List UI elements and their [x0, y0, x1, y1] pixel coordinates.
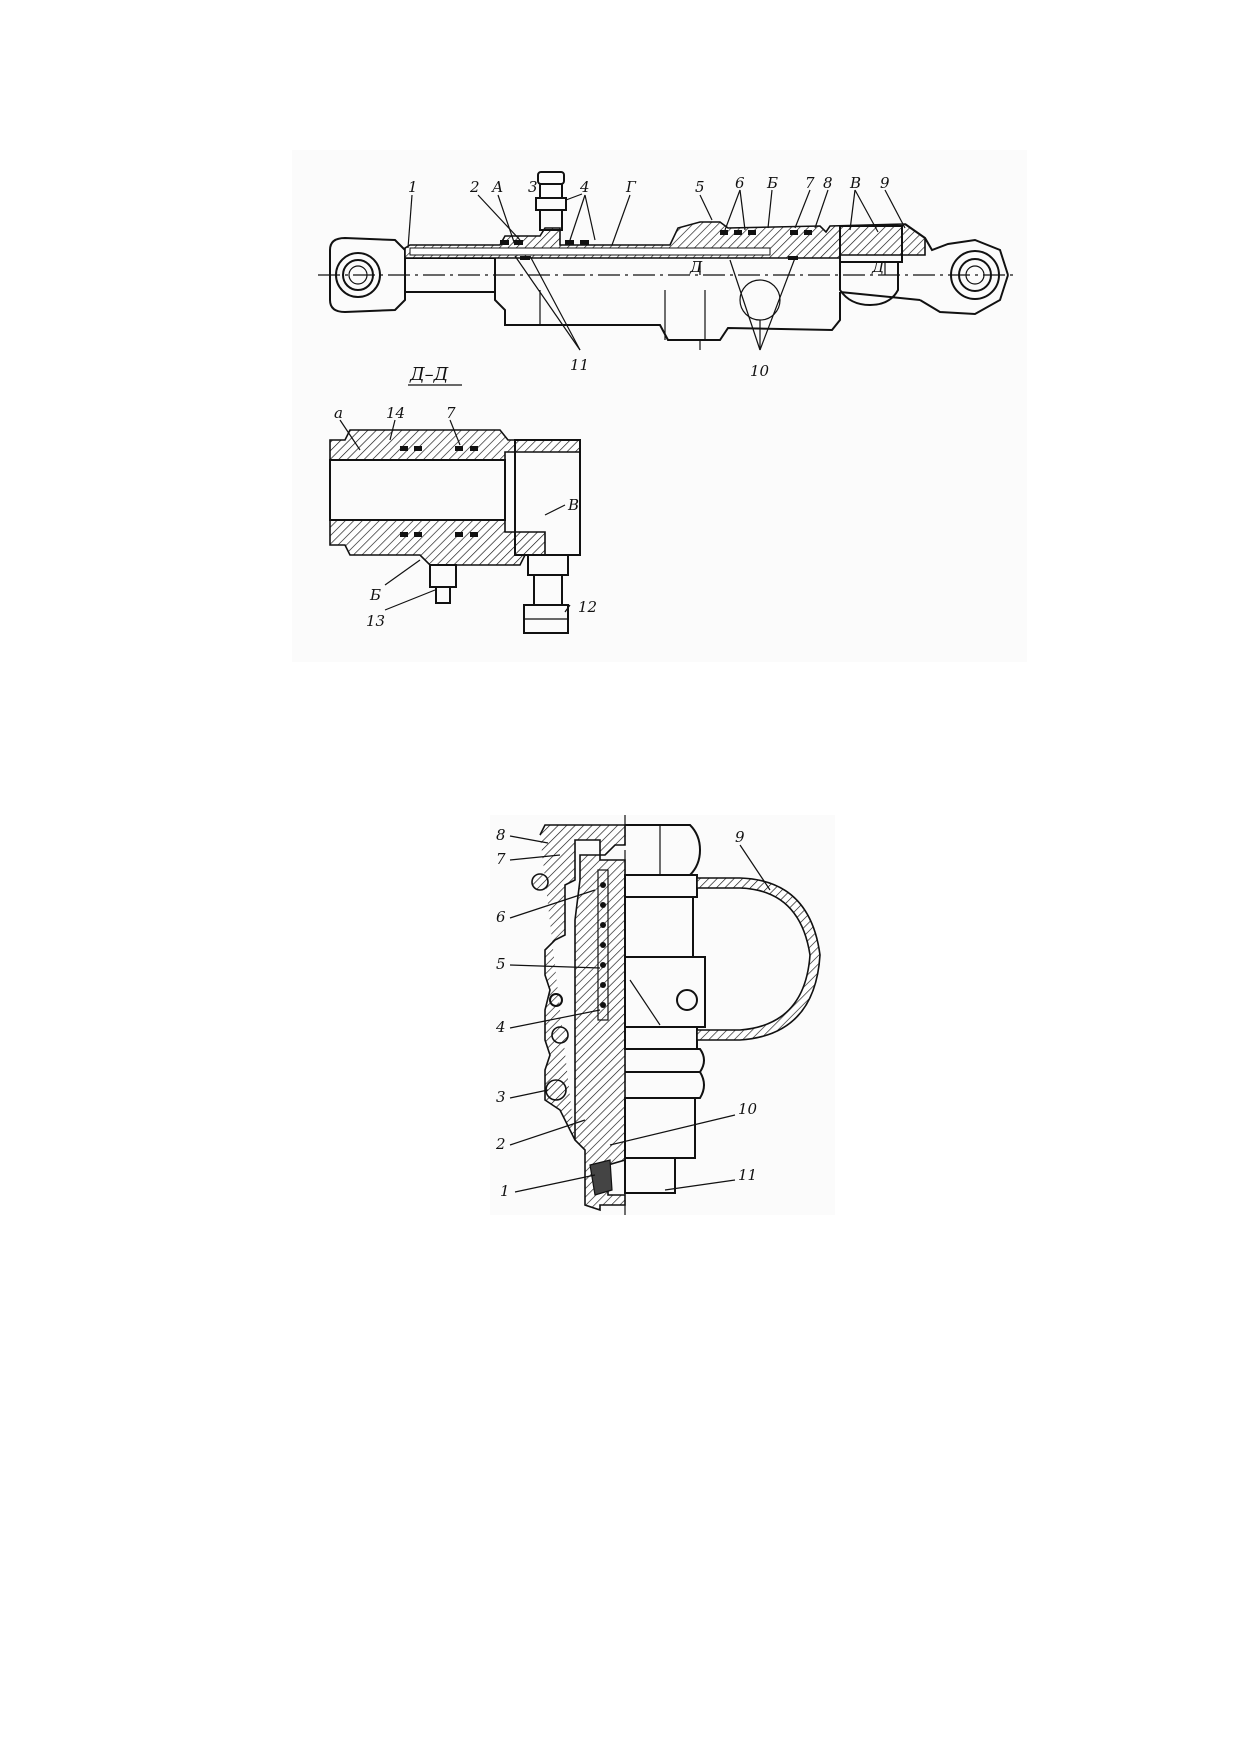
- fig1-section-mark-right: Д: [871, 258, 885, 276]
- fig1-label-G: Г: [625, 178, 637, 196]
- cylinder-upper-section: [404, 221, 926, 260]
- dd-label-B: Б: [369, 586, 381, 604]
- fig1-label-1: 1: [408, 178, 418, 196]
- fitting-3: [535, 171, 583, 231]
- figure-2-leaders: [509, 835, 771, 1193]
- fig2-label-5: 5: [496, 955, 506, 973]
- section-dd-title: Д–Д: [409, 364, 449, 385]
- fig1-label-4: 4: [579, 178, 590, 196]
- fig1-label-7: 7: [805, 174, 815, 192]
- spring: [600, 882, 606, 1008]
- fig2-label-2: 2: [495, 1135, 506, 1153]
- figure-2-coupling: 8 7 6 5 4 3 2 1 9 10 11: [490, 815, 835, 1215]
- right-eye: [950, 250, 1000, 300]
- fig1-label-10: 10: [750, 362, 770, 380]
- figure-1-leaders: [407, 189, 906, 351]
- o-ring-3: [545, 1079, 567, 1101]
- fig2-label-4: 4: [495, 1018, 506, 1036]
- fig1-label-A: А: [491, 178, 503, 196]
- dd-label-7: 7: [446, 404, 456, 422]
- ball: [549, 993, 563, 1007]
- fig2-label-10: 10: [738, 1100, 758, 1118]
- fig1-label-3: 3: [528, 178, 538, 196]
- fig2-label-9: 9: [735, 828, 745, 846]
- cylinder-lower-body: [494, 258, 921, 350]
- dd-label-V: В: [567, 496, 579, 514]
- fitting-12: [523, 554, 569, 634]
- o-ring-upper: [531, 873, 549, 891]
- section-dd: Д–Д: [329, 364, 597, 634]
- fig1-label-B: Б: [766, 174, 778, 192]
- fig1-label-6: 6: [735, 174, 745, 192]
- fig2-label-8: 8: [496, 826, 506, 844]
- fig2-label-11: 11: [738, 1166, 757, 1184]
- fig2-label-1: 1: [500, 1182, 510, 1200]
- dd-label-12: 12: [578, 598, 597, 616]
- o-ring-middle: [551, 1026, 569, 1044]
- nut-top: [625, 824, 702, 876]
- dd-label-13: 13: [366, 612, 385, 630]
- dd-label-a: а: [334, 404, 343, 422]
- figure-1-cylinder: 1 2 А 3 4 Г 5 6 Б 7 8 В 9 Д Д 11 10: [292, 150, 1027, 662]
- fig2-label-3: 3: [496, 1088, 506, 1106]
- fig1-label-9: 9: [880, 174, 890, 192]
- fig1-label-2: 2: [469, 178, 480, 196]
- fig2-label-7: 7: [496, 850, 506, 868]
- fig1-section-mark-left: Д: [689, 258, 703, 276]
- fig1-label-V: В: [849, 174, 861, 192]
- fig1-label-8: 8: [823, 174, 833, 192]
- dust-cap-9: [696, 877, 821, 1041]
- valve-13: [429, 564, 457, 604]
- dd-label-14: 14: [386, 404, 405, 422]
- fig1-label-11: 11: [570, 356, 589, 374]
- left-eye: [329, 236, 406, 314]
- seal-1: [589, 1159, 613, 1196]
- fig2-label-6: 6: [496, 908, 506, 926]
- fig1-label-5: 5: [695, 178, 705, 196]
